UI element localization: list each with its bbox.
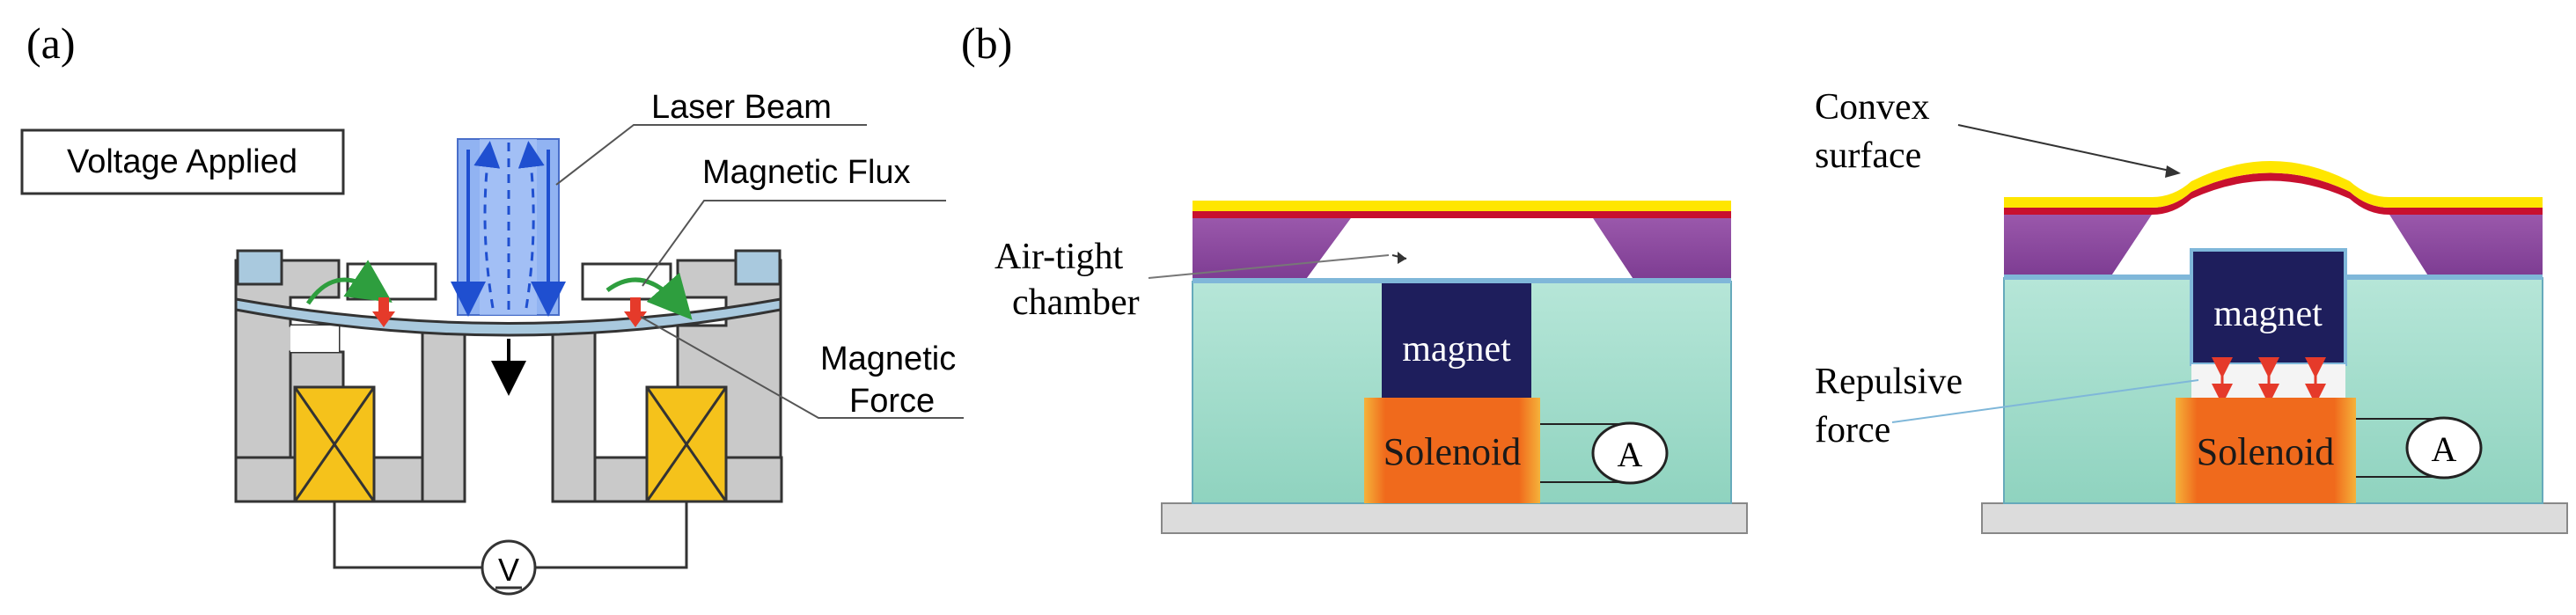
membrane-red-left: [1193, 211, 1731, 218]
left-coil: [293, 385, 376, 503]
membrane-red-right: [2004, 172, 2543, 215]
magnet-right: [2190, 248, 2347, 366]
left-inner-pole: [421, 324, 466, 503]
ammeter-left-label: A: [1618, 435, 1643, 474]
chamber-label-line2: chamber: [1012, 282, 1140, 323]
device-right: magnet Solenoid A: [1981, 161, 2568, 534]
solenoid-right: [2176, 398, 2356, 503]
convex-leader: [1957, 124, 2175, 172]
right-force-arrow: [624, 297, 647, 327]
magnetic-flux-leader: [642, 200, 946, 287]
circuit-wire-right: [535, 502, 688, 569]
panel-a-label: (a): [26, 18, 76, 68]
right-inner-pole: [551, 324, 597, 503]
magnet-right-label: magnet: [2213, 294, 2323, 334]
deflected-mirror-membrane: [234, 297, 782, 337]
laser-beam-leader: [555, 124, 867, 186]
voltage-applied-box: [20, 128, 345, 195]
voltage-applied-label: Voltage Applied: [67, 143, 297, 180]
magnetic-flux-label: Magnetic Flux: [702, 154, 911, 191]
laser-beam: [451, 138, 566, 317]
device-left: magnet Solenoid A: [1161, 201, 1748, 534]
magnet-left-label: magnet: [1402, 329, 1511, 370]
magnetic-force-label-line1: Magnetic: [820, 340, 956, 377]
panel-a: (a) Voltage Applied: [20, 18, 964, 596]
panel-b-label: (b): [961, 18, 1012, 68]
right-flux-arrow: [605, 272, 693, 320]
ammeter-right-label: A: [2432, 429, 2457, 469]
right-cap: [734, 249, 782, 286]
solenoid-left-label: Solenoid: [1383, 430, 1521, 473]
panel-b: (b) magnet Solenoid A Air-tight chamber: [961, 18, 2568, 534]
circuit-wire-left: [333, 502, 482, 569]
spacer-left: [1193, 218, 1731, 278]
base-plate-right: [1981, 502, 2568, 534]
convex-label-line2: surface: [1815, 135, 1921, 176]
left-force-arrow: [372, 297, 395, 327]
left-flux-arrow: [305, 260, 393, 305]
convex-label-line1: Convex: [1815, 87, 1930, 128]
magnet-left: [1382, 283, 1531, 398]
repulsive-leader: [1891, 379, 2199, 423]
spacer-right: [2004, 215, 2543, 275]
ammeter-right: [2405, 416, 2483, 480]
right-coil: [645, 385, 728, 503]
repulsive-label-line2: force: [1815, 410, 1890, 450]
mirror-layer-left: [1193, 201, 1731, 211]
laser-beam-label: Laser Beam: [651, 89, 832, 126]
left-cap: [236, 249, 283, 286]
solenoid-right-label: Solenoid: [2197, 430, 2334, 473]
chamber-leader: [1148, 254, 1390, 279]
base-plate-left: [1161, 502, 1748, 534]
solenoid-left: [1364, 398, 1540, 503]
air-tight-chamber: [1307, 218, 1633, 278]
magnetic-force-label-line2: Force: [849, 383, 935, 420]
chamber-label-line1: Air-tight: [994, 237, 1123, 277]
convex-mirror-layer: [2004, 161, 2543, 208]
repulsive-label-line1: Repulsive: [1815, 362, 1963, 402]
voltmeter-label: V: [498, 552, 519, 588]
repulsive-force-arrows: [2212, 357, 2326, 405]
ammeter-left: [1591, 421, 1669, 485]
magnetic-force-leader: [640, 316, 964, 419]
voltmeter: [481, 539, 537, 596]
